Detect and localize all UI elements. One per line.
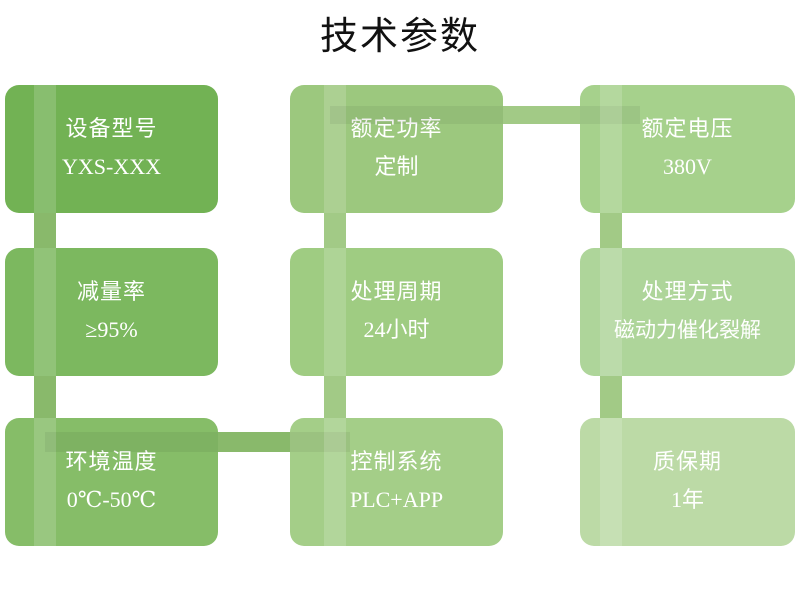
card-band-vertical	[34, 418, 56, 546]
card-title-treatment-cycle: 处理周期	[350, 280, 443, 305]
card-warranty-period[interactable]: 质保期 1年	[580, 418, 795, 546]
card-title-device-model: 设备型号	[65, 117, 158, 142]
card-band-vertical	[324, 85, 346, 213]
card-rated-power[interactable]: 额定功率 定制	[290, 85, 503, 213]
card-title-rated-voltage: 额定电压	[641, 117, 734, 142]
card-title-treatment-method: 处理方式	[641, 280, 734, 305]
card-value-rated-voltage: 380V	[663, 154, 712, 179]
card-value-control-system: PLC+APP	[349, 487, 444, 512]
card-title-control-system: 控制系统	[350, 450, 443, 475]
card-title-ambient-temperature: 环境温度	[65, 450, 158, 475]
card-band-vertical	[600, 248, 622, 376]
card-control-system[interactable]: 控制系统 PLC+APP	[290, 418, 503, 546]
card-band-vertical	[600, 85, 622, 213]
card-band-vertical	[34, 85, 56, 213]
card-rated-voltage[interactable]: 额定电压 380V	[580, 85, 795, 213]
card-title-reduction-rate: 减量率	[76, 280, 146, 305]
page-title: 技术参数	[319, 14, 480, 58]
card-value-warranty-period: 1年	[670, 487, 704, 512]
card-ambient-temperature[interactable]: 环境温度 0℃-50℃	[5, 418, 218, 546]
card-value-rated-power: 定制	[374, 154, 419, 179]
card-title-warranty-period: 质保期	[652, 450, 722, 475]
card-device-model[interactable]: 设备型号 YXS-XXX	[5, 85, 218, 213]
card-treatment-method[interactable]: 处理方式 磁动力催化裂解	[580, 248, 795, 376]
card-band-vertical	[324, 418, 346, 546]
card-band-vertical	[34, 248, 56, 376]
card-band-vertical	[324, 248, 346, 376]
card-band-horizontal	[580, 106, 640, 124]
card-value-treatment-method: 磁动力催化裂解	[614, 318, 761, 342]
card-treatment-cycle[interactable]: 处理周期 24小时	[290, 248, 503, 376]
card-reduction-rate[interactable]: 减量率 ≥95%	[5, 248, 218, 376]
card-value-reduction-rate: ≥95%	[85, 317, 138, 342]
card-value-treatment-cycle: 24小时	[363, 317, 430, 342]
card-band-horizontal	[290, 432, 350, 452]
card-value-ambient-temperature: 0℃-50℃	[66, 487, 157, 512]
card-band-vertical	[600, 418, 622, 546]
card-value-device-model: YXS-XXX	[62, 154, 161, 179]
card-title-rated-power: 额定功率	[350, 117, 443, 142]
